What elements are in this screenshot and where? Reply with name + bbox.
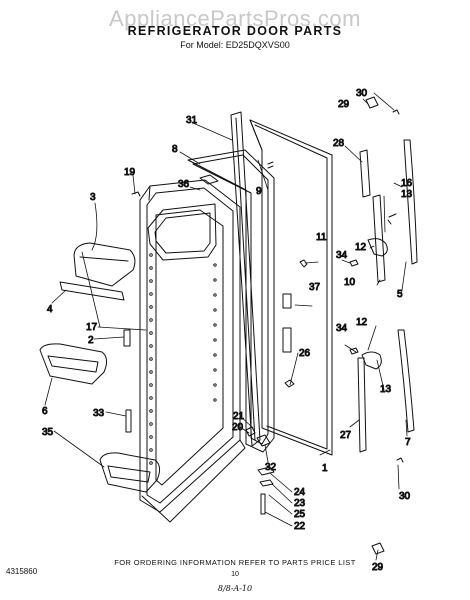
door-liner (139, 179, 246, 523)
callout-34-top: 34 (336, 250, 348, 261)
breaker-strip (230, 111, 261, 447)
callout-26: 26 (299, 348, 311, 359)
door-bins-and-shelves (39, 174, 275, 515)
hinge-12-upper (367, 238, 388, 257)
document-number: 4315860 (6, 567, 38, 576)
diagram-title: REFRIGERATOR DOOR PARTS (127, 24, 343, 38)
screw-30-bottom (396, 457, 404, 463)
callout-1: 1 (322, 463, 328, 474)
callout-22: 22 (294, 521, 306, 532)
callout-20: 20 (232, 422, 244, 433)
callout-13-bottom: 13 (380, 384, 392, 395)
callout-34-bottom: 34 (336, 323, 348, 334)
door-gasket (187, 149, 275, 453)
callout-21: 21 (233, 411, 245, 422)
handle-rod-10 (372, 194, 386, 283)
callout-12-top: 12 (355, 242, 367, 253)
callout-30-top: 30 (356, 88, 368, 99)
callout-31: 31 (186, 115, 198, 126)
leader-lines (44, 92, 408, 561)
callout-17: 17 (86, 322, 98, 333)
hinge-12-lower (361, 351, 382, 370)
handle-cap-29-bottom (371, 542, 385, 555)
handle-strip-5 (403, 139, 418, 265)
trim-27 (357, 357, 367, 453)
shelf-trim-4 (59, 281, 125, 301)
callout-12-bottom: 12 (356, 317, 368, 328)
callout-4: 4 (47, 304, 53, 315)
bracket-33 (125, 409, 132, 433)
callout-7: 7 (405, 437, 411, 448)
screw-30-top (392, 109, 400, 115)
handle-cap-29-top (365, 96, 379, 109)
dairy-cover-3 (73, 242, 136, 287)
door-bin-6 (39, 343, 108, 385)
watermark: AppliancePartsPros.com (109, 6, 361, 31)
screw-34-lower (349, 347, 359, 355)
washer-24 (257, 466, 275, 476)
callout-16: 16 (401, 178, 413, 189)
callout-29-bottom: 29 (372, 562, 384, 573)
callout-32: 32 (265, 462, 277, 473)
screw-19 (131, 191, 141, 197)
page-number: 10 (231, 571, 239, 578)
model-label: For Model: ED25DQXVS00 (180, 40, 290, 50)
pin-22 (260, 493, 266, 515)
screw-34-upper (349, 259, 359, 267)
callout-33: 33 (93, 408, 105, 419)
handle-strip-7 (397, 329, 415, 433)
bracket-2 (123, 329, 131, 347)
callout-24: 24 (294, 487, 306, 498)
outer-door-panel (249, 119, 333, 456)
door-bin-35 (99, 452, 161, 493)
callout-13-top: 13 (401, 189, 413, 200)
callout-19: 19 (124, 167, 136, 178)
callout-3: 3 (90, 192, 96, 203)
callout-28: 28 (333, 138, 345, 149)
clip-36 (199, 174, 219, 185)
screw-16 (387, 213, 397, 225)
callout-6: 6 (42, 406, 48, 417)
callout-10: 10 (344, 277, 356, 288)
handwritten-note: 8/8-A-10 (217, 584, 253, 593)
callout-5: 5 (397, 289, 403, 300)
callout-9: 9 (256, 186, 262, 197)
callout-27: 27 (340, 430, 352, 441)
cap-32 (256, 434, 271, 447)
callout-30-bottom: 30 (399, 491, 411, 502)
hinge-and-trim-parts (349, 96, 418, 555)
callout-37: 37 (309, 282, 321, 293)
callout-36: 36 (178, 179, 190, 190)
washer-23 (259, 479, 274, 487)
callout-labels: 31 8 36 19 3 4 17 2 6 33 35 9 21 20 32 2… (42, 88, 414, 574)
callout-8: 8 (172, 144, 178, 155)
ordering-information-note: FOR ORDERING INFORMATION REFER TO PARTS … (114, 558, 356, 567)
callout-29-top: 29 (338, 99, 350, 110)
callout-11: 11 (316, 232, 327, 243)
callout-23: 23 (294, 498, 306, 509)
callout-25: 25 (294, 509, 306, 520)
callout-35: 35 (42, 427, 54, 438)
bushing-20 (245, 426, 256, 437)
handle-bracket-28 (359, 149, 371, 198)
callout-2: 2 (88, 335, 94, 346)
